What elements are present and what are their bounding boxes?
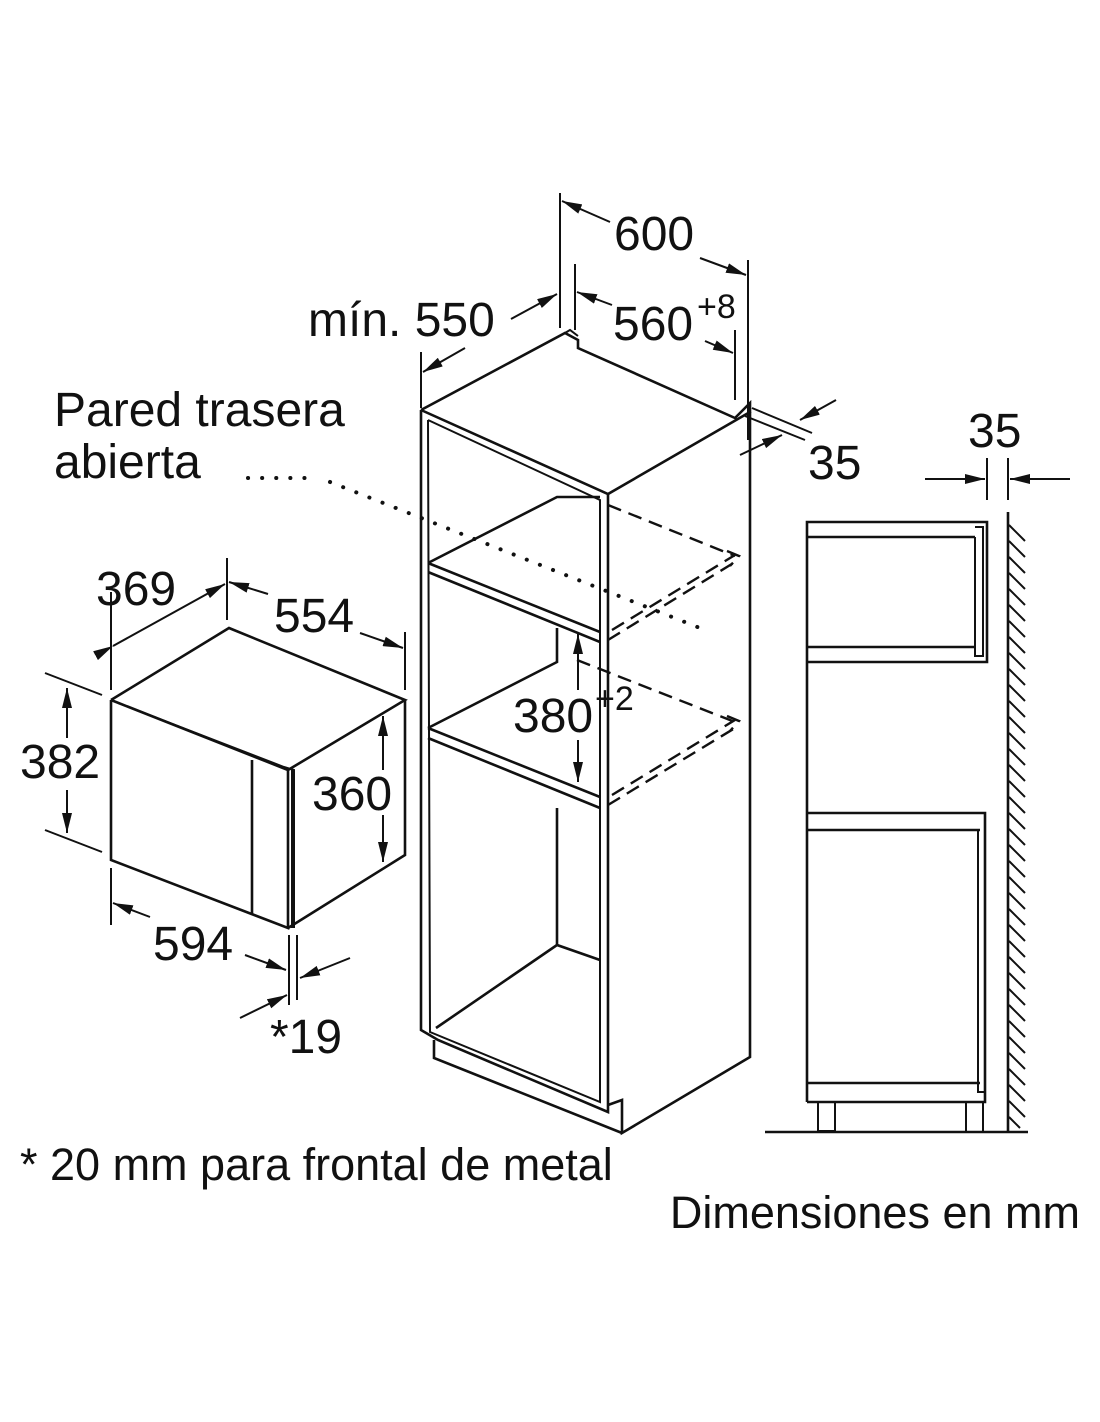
back-gap-side-label: 35	[968, 405, 1021, 458]
cabinet-dimensions	[420, 193, 837, 782]
width-inner-tolerance: +8	[697, 288, 736, 326]
microwave-appliance	[109, 626, 408, 930]
width-inner-label: 560	[613, 298, 693, 351]
units-footnote: Dimensiones en mm	[670, 1187, 1080, 1238]
open-back-label-line2: abierta	[54, 436, 201, 489]
width-outer-label: 600	[614, 208, 694, 261]
niche-height-label: 380	[513, 690, 593, 743]
back-gap-top-label: 35	[808, 437, 861, 490]
tall-cabinet	[419, 328, 752, 1136]
appliance-front-width-label: 594	[153, 918, 233, 971]
appliance-body-height-label: 360	[312, 768, 392, 821]
microwave-dimensions	[44, 558, 406, 1019]
side-view	[765, 458, 1070, 1134]
front-panel-label: *19	[270, 1011, 342, 1064]
depth-min-label: mín. 550	[308, 294, 495, 347]
metal-front-footnote: * 20 mm para frontal de metal	[20, 1139, 613, 1190]
appliance-width-side-label: 554	[274, 590, 354, 643]
appliance-height-label: 382	[20, 736, 100, 789]
hidden-lines	[246, 476, 742, 807]
niche-height-tolerance: +2	[595, 680, 634, 718]
appliance-depth-label: 369	[96, 563, 176, 616]
open-back-label-line1: Pared trasera	[54, 384, 345, 437]
